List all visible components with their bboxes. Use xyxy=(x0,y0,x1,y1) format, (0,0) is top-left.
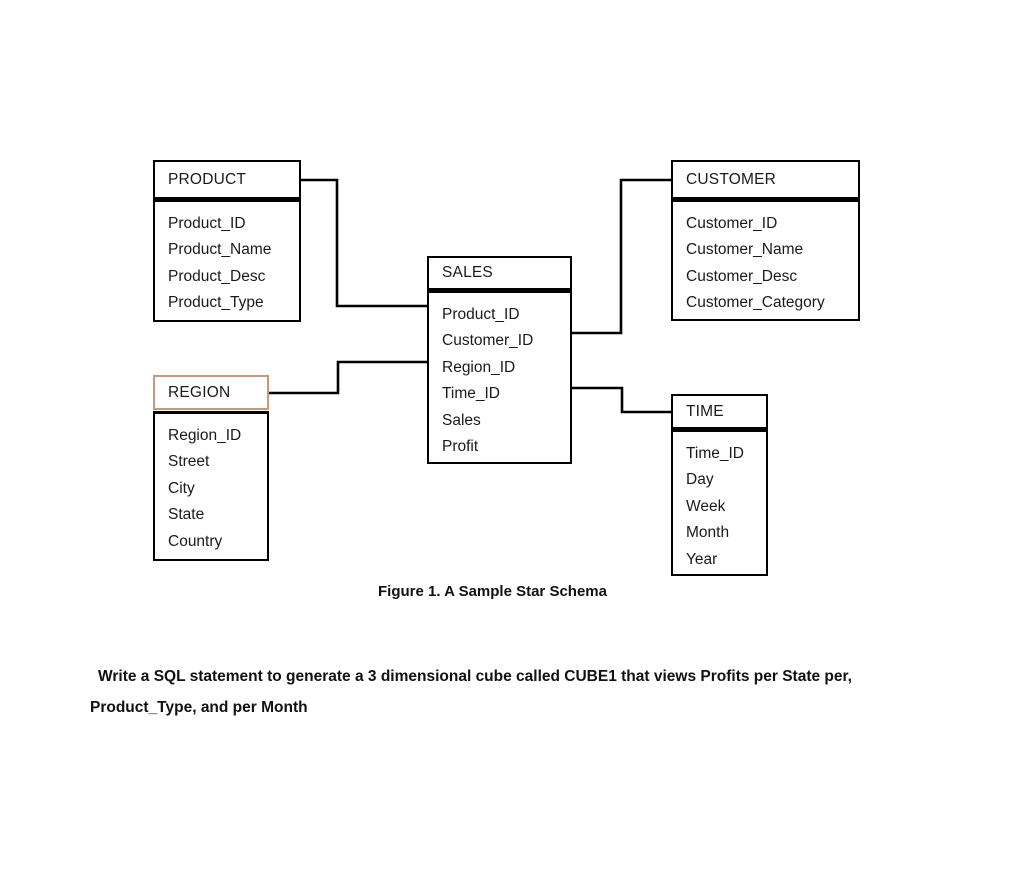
entity-sales-fields: Product_ID Customer_ID Region_ID Time_ID… xyxy=(427,290,572,464)
entity-sales[interactable]: SALES Product_ID Customer_ID Region_ID T… xyxy=(427,256,572,464)
field-item: Country xyxy=(168,532,223,550)
entity-customer-header: CUSTOMER xyxy=(671,160,860,199)
entity-customer[interactable]: CUSTOMER Customer_ID Customer_Name Custo… xyxy=(671,160,860,321)
field-item: Street xyxy=(168,453,210,471)
field-item: Product_ID xyxy=(168,215,246,232)
entity-product-header: PRODUCT xyxy=(153,160,301,199)
field-item: Product_ID xyxy=(442,306,520,323)
entity-region-header: REGION xyxy=(153,375,269,410)
entity-region[interactable]: REGION Region_ID Street City State Count… xyxy=(153,375,269,561)
field-item: City xyxy=(168,479,195,497)
entity-time-title: TIME xyxy=(686,402,724,420)
field-item: Profit xyxy=(442,438,479,456)
sales-to-time-connector xyxy=(570,386,672,414)
field-item: Week xyxy=(686,497,726,515)
field-item: Customer_ID xyxy=(686,215,778,232)
entity-time[interactable]: TIME Time_ID Day Week Month Year xyxy=(671,394,768,576)
entity-product[interactable]: PRODUCT Product_ID Product_Name Product_… xyxy=(153,160,301,322)
entity-time-header: TIME xyxy=(671,394,768,429)
field-item: Product_Desc xyxy=(168,267,266,285)
figure-caption: Figure 1. A Sample Star Schema xyxy=(378,583,607,600)
field-item: Region_ID xyxy=(168,427,242,444)
field-item: Customer_ID xyxy=(442,332,534,350)
exercise-prompt-line-2: Product_Type, and per Month xyxy=(90,699,308,716)
field-item: Region_ID xyxy=(442,358,516,376)
entity-region-fields: Region_ID Street City State Country xyxy=(153,411,269,561)
exercise-prompt-line-1: Write a SQL statement to generate a 3 di… xyxy=(98,668,852,685)
field-item: Sales xyxy=(442,411,481,429)
entity-region-title: REGION xyxy=(168,383,231,401)
product-to-sales-connector xyxy=(300,178,429,308)
field-item: Product_Name xyxy=(168,241,272,259)
field-item: State xyxy=(168,506,205,524)
exercise-prompt: Write a SQL statement to generate a 3 di… xyxy=(90,661,928,723)
field-item: Customer_Category xyxy=(686,294,825,312)
entity-time-fields: Time_ID Day Week Month Year xyxy=(671,429,768,576)
field-item: Year xyxy=(686,550,718,568)
field-item: Time_ID xyxy=(442,385,500,403)
entity-customer-fields: Customer_ID Customer_Name Customer_Desc … xyxy=(671,199,860,321)
entity-product-title: PRODUCT xyxy=(168,170,247,188)
field-item: Product_Type xyxy=(168,294,264,312)
field-item: Customer_Desc xyxy=(686,267,798,285)
field-item: Month xyxy=(686,524,730,542)
sales-to-customer-connector xyxy=(570,178,672,335)
entity-product-fields: Product_ID Product_Name Product_Desc Pro… xyxy=(153,199,301,322)
region-to-sales-connector xyxy=(268,360,429,395)
field-item: Time_ID xyxy=(686,445,744,462)
field-item: Day xyxy=(686,471,714,489)
entity-sales-header: SALES xyxy=(427,256,572,290)
entity-sales-title: SALES xyxy=(442,264,493,281)
field-item: Customer_Name xyxy=(686,241,804,259)
entity-customer-title: CUSTOMER xyxy=(686,170,777,188)
